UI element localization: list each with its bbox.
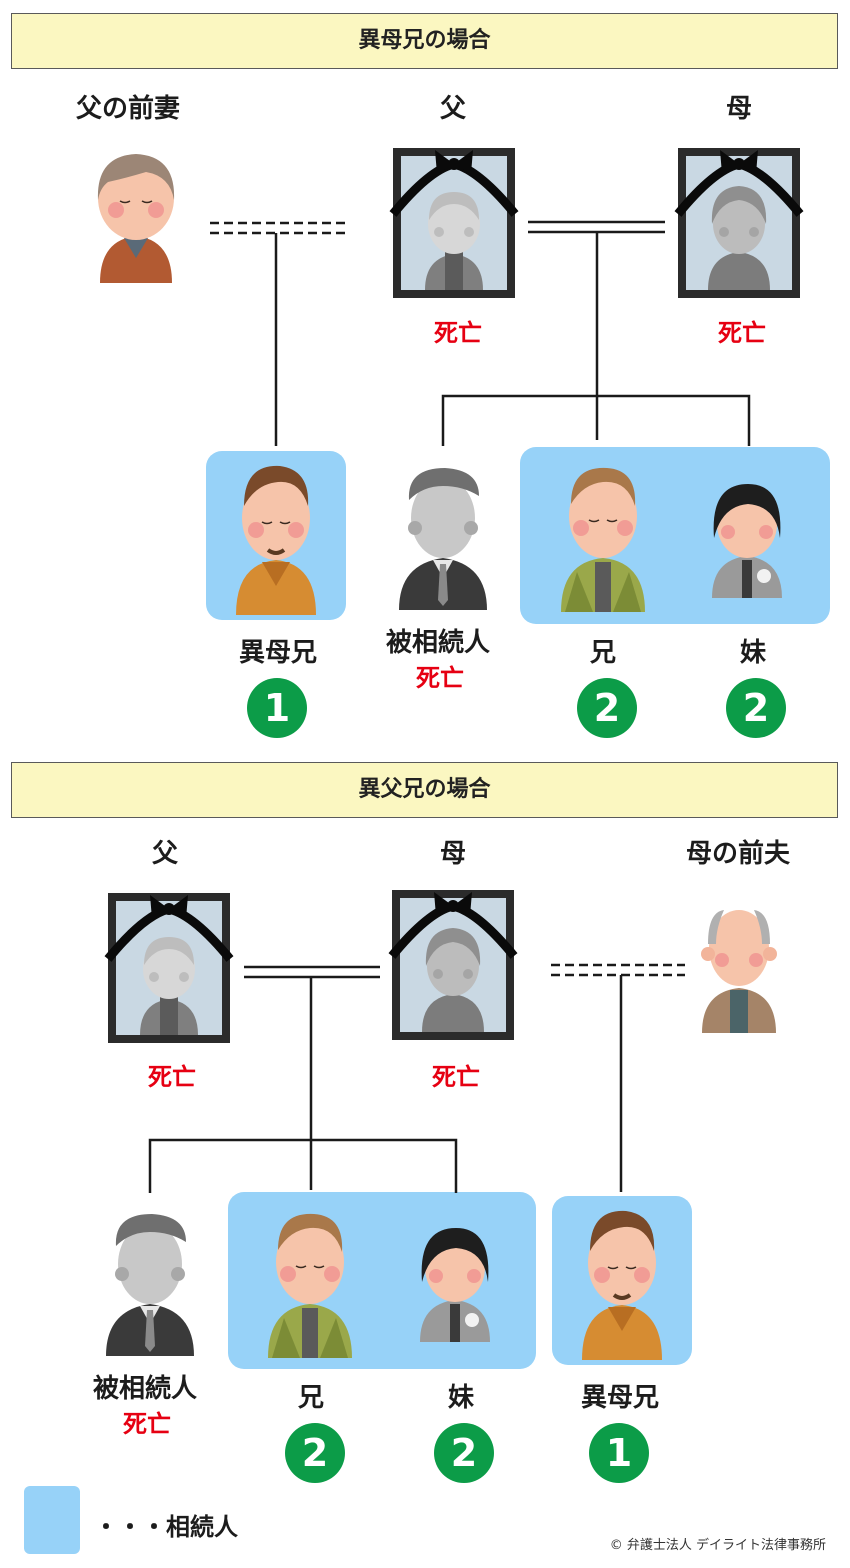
mother-status-1: 死亡 <box>718 319 766 347</box>
deceased-status-1: 死亡 <box>416 664 464 692</box>
brother-label-1: 兄 <box>589 638 617 668</box>
legend-text: ・・・相続人 <box>94 1513 238 1541</box>
deceased-status-2: 死亡 <box>123 1410 171 1438</box>
share-badge-half-brother-1: 1 <box>247 678 307 738</box>
legend-swatch <box>24 1486 80 1554</box>
copyright-text: © 弁護士法人 デイライト法律事務所 <box>609 1538 826 1553</box>
mother-label-2: 母 <box>439 839 467 869</box>
share-badge-sister-2: 2 <box>434 1423 494 1483</box>
sister-label-1: 妹 <box>739 638 767 668</box>
sister-avatar-1 <box>712 484 782 598</box>
children-bar-1 <box>441 394 751 446</box>
deceased-avatar-2 <box>106 1214 194 1356</box>
half-brother-label-2: 異母兄 <box>580 1383 660 1413</box>
father-status-2: 死亡 <box>148 1063 196 1091</box>
father-label-2: 父 <box>151 839 179 869</box>
share-badge-brother-1: 2 <box>577 678 637 738</box>
mother-status-2: 死亡 <box>432 1063 480 1091</box>
sister-avatar-2 <box>420 1228 490 1342</box>
sister-label-2: 妹 <box>447 1383 475 1413</box>
father-status-1: 死亡 <box>434 319 482 347</box>
share-badge-half-brother-2: 1 <box>589 1423 649 1483</box>
mother-memorial-portrait <box>674 148 804 298</box>
brother-avatar-1 <box>561 467 645 612</box>
share-badge-sister-1: 2 <box>726 678 786 738</box>
deceased-label-1: 被相続人 <box>385 628 491 658</box>
father-ex-wife-avatar <box>97 154 175 283</box>
half-brother-avatar-1 <box>236 465 316 615</box>
brother-label-2: 兄 <box>297 1383 325 1413</box>
father-ex-wife-label: 父の前妻 <box>75 94 181 124</box>
section2-title: 異父兄の場合 <box>11 762 838 818</box>
father-memorial-portrait <box>389 148 519 298</box>
deceased-label-2: 被相続人 <box>92 1374 198 1404</box>
mother-ex-husband-label: 母の前夫 <box>685 839 791 869</box>
father-memorial-portrait-2 <box>104 893 234 1043</box>
mother-ex-husband-avatar <box>701 910 777 1033</box>
half-brother-label-1: 異母兄 <box>238 638 318 668</box>
children-bar-2 <box>148 1138 458 1193</box>
section1-title: 異母兄の場合 <box>11 13 838 69</box>
father-label-1: 父 <box>439 94 467 124</box>
mother-memorial-portrait-2 <box>388 890 518 1040</box>
share-badge-brother-2: 2 <box>285 1423 345 1483</box>
brother-avatar-2 <box>268 1213 352 1358</box>
half-brother-avatar-2 <box>582 1210 662 1360</box>
mother-label-1: 母 <box>725 94 753 124</box>
deceased-avatar-1 <box>399 468 487 610</box>
